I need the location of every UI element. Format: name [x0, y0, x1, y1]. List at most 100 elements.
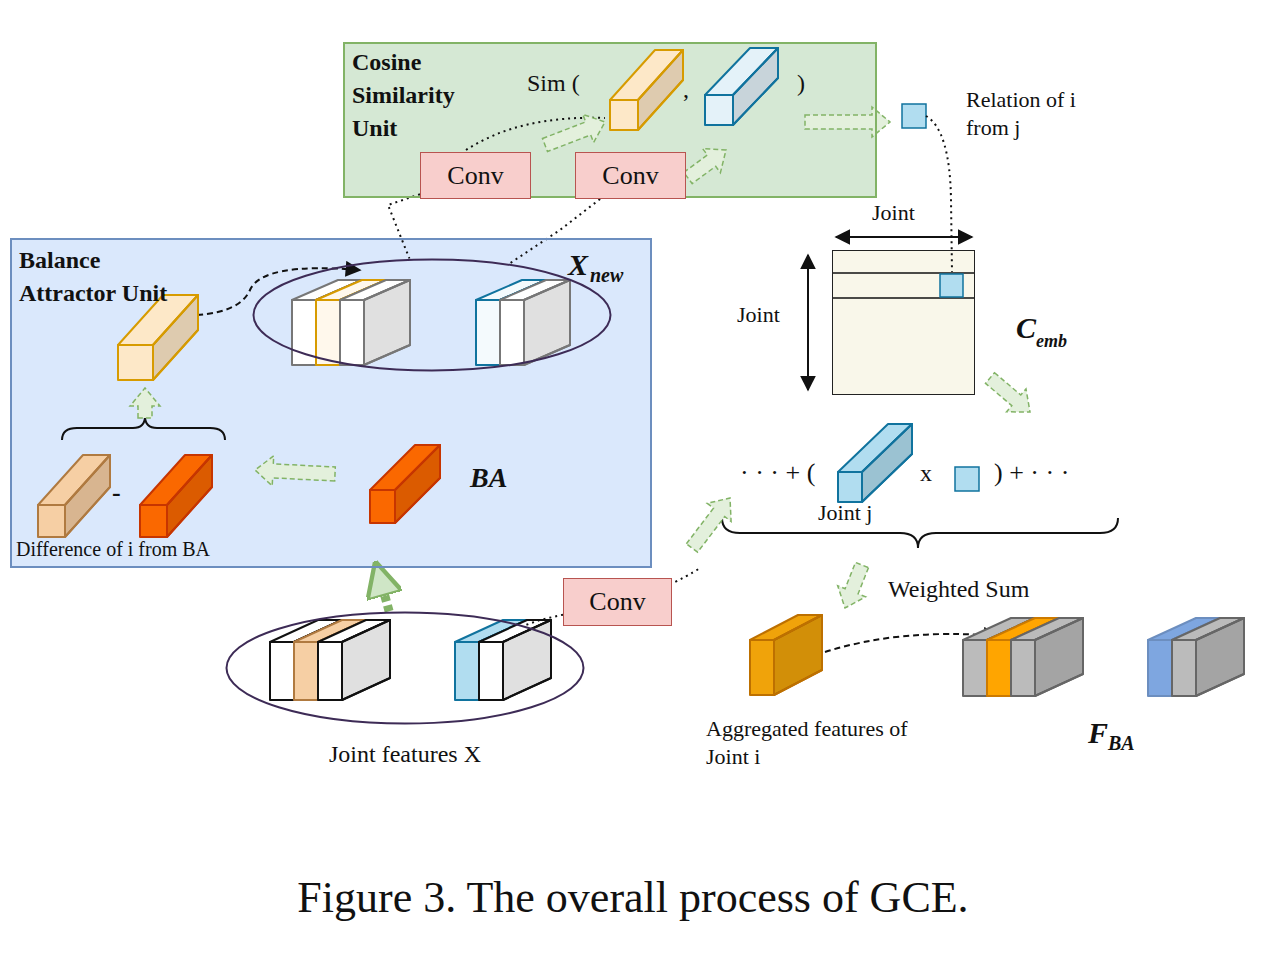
flow-arrow: [838, 562, 869, 608]
node-text: new: [590, 264, 623, 287]
feature-cube: [1172, 618, 1244, 696]
ellipse-outline: [225, 611, 585, 725]
leader-dotted: [926, 116, 952, 272]
cube-shade: [342, 620, 390, 700]
node-text: C: [1016, 311, 1036, 345]
cube-shade: [167, 455, 212, 537]
annotation: F: [1088, 716, 1108, 750]
node-text: Balance Attractor Unit: [19, 244, 169, 310]
feature-set: Joint features X: [225, 611, 585, 725]
annotation: x: [920, 460, 932, 487]
unit-box: Cosine Similarity UnitConv Conv: [343, 42, 877, 198]
feature-cube: [1011, 618, 1083, 696]
cube-shade: [153, 295, 198, 380]
brace: [62, 416, 225, 440]
cube-shade: [862, 424, 912, 502]
cube-side: [167, 455, 212, 537]
annotation: -: [112, 478, 121, 508]
cube-front: [705, 95, 733, 125]
conv-label: Conv: [576, 161, 685, 191]
ellipse-line: [227, 613, 584, 724]
node-text: emb: [1036, 331, 1067, 352]
unit-box: Balance Attractor Unit Xnew: [10, 238, 652, 568]
cube-front: [838, 472, 862, 502]
cube-shade: [364, 280, 410, 365]
annotation: ,: [683, 76, 689, 103]
feature-cube: [500, 280, 570, 365]
flow-arrow: [130, 388, 160, 418]
flow-arrow: [255, 456, 335, 486]
cube-front: [294, 642, 318, 700]
feature-cube: [750, 615, 822, 695]
cube-front: [500, 300, 524, 365]
feature-set: Xnew: [252, 258, 612, 372]
cube-front: [455, 642, 479, 700]
cube-front: [963, 640, 987, 696]
cube-shade: [638, 50, 683, 130]
annotation: Relation of i from j: [966, 86, 1116, 142]
cube-side: [395, 445, 440, 523]
feature-cube: [705, 48, 778, 125]
conv-box: Conv: [563, 578, 672, 626]
cube-front: [479, 642, 503, 700]
feature-cube: [118, 295, 198, 380]
feature-cube: [340, 280, 410, 365]
ellipse-outline: [252, 258, 612, 372]
relation-square: [940, 274, 963, 297]
connector: [525, 615, 563, 626]
cube-front: [987, 640, 1011, 696]
cube-front: [1148, 640, 1172, 696]
cube-front: [610, 100, 638, 130]
cube-side: [1196, 618, 1244, 696]
cube-shade: [65, 455, 110, 537]
cube-shade: [1196, 618, 1244, 696]
cube-side: [638, 50, 683, 130]
feature-cube: [610, 50, 683, 130]
cube-front: [38, 505, 65, 537]
cube-side: [733, 48, 778, 125]
annotation: Difference of i from BA: [16, 538, 210, 561]
node-text: Cosine Similarity Unit: [352, 46, 502, 145]
cube-front: [1011, 640, 1035, 696]
cube-side: [503, 620, 551, 700]
cube-side: [1035, 618, 1083, 696]
node-text: Joint features X: [225, 741, 585, 768]
matrix-ground: [832, 250, 975, 395]
annotation: Joint: [737, 302, 780, 328]
relation-square: [955, 467, 979, 491]
cube-front: [118, 345, 153, 380]
annotation: Aggregated features of Joint i: [706, 715, 936, 771]
ellipse-line: [254, 260, 611, 371]
annotation: ) + · · ·: [994, 458, 1069, 488]
unit-ground: [10, 238, 652, 568]
cube-side: [774, 615, 822, 695]
connector: [388, 194, 420, 258]
cube-front: [270, 642, 294, 700]
cube-front: [340, 300, 364, 365]
cube-shade: [774, 615, 822, 695]
cube-shade: [395, 445, 440, 523]
conv-label: Conv: [421, 161, 530, 191]
annotation: BA: [470, 462, 507, 494]
flow-arrow: [684, 149, 726, 184]
cube-side: [364, 280, 410, 365]
connector: [377, 568, 389, 611]
conv-box: Conv: [420, 152, 531, 199]
conv-label: Conv: [564, 587, 671, 617]
cube-shade: [733, 48, 778, 125]
cube-front: [1172, 640, 1196, 696]
annotation: Weighted Sum: [888, 576, 1029, 603]
cube-front: [318, 642, 342, 700]
flow-arrow: [986, 373, 1031, 412]
cube-shade: [503, 620, 551, 700]
cube-front: [370, 490, 395, 523]
cube-front: [750, 640, 774, 695]
figure-caption: Figure 3. The overall process of GCE.: [0, 872, 1266, 923]
cube-side: [862, 424, 912, 502]
cube-side: [342, 620, 390, 700]
cube-side: [65, 455, 110, 537]
flow-arrow: [805, 107, 890, 137]
annotation: Sim (: [527, 70, 580, 97]
